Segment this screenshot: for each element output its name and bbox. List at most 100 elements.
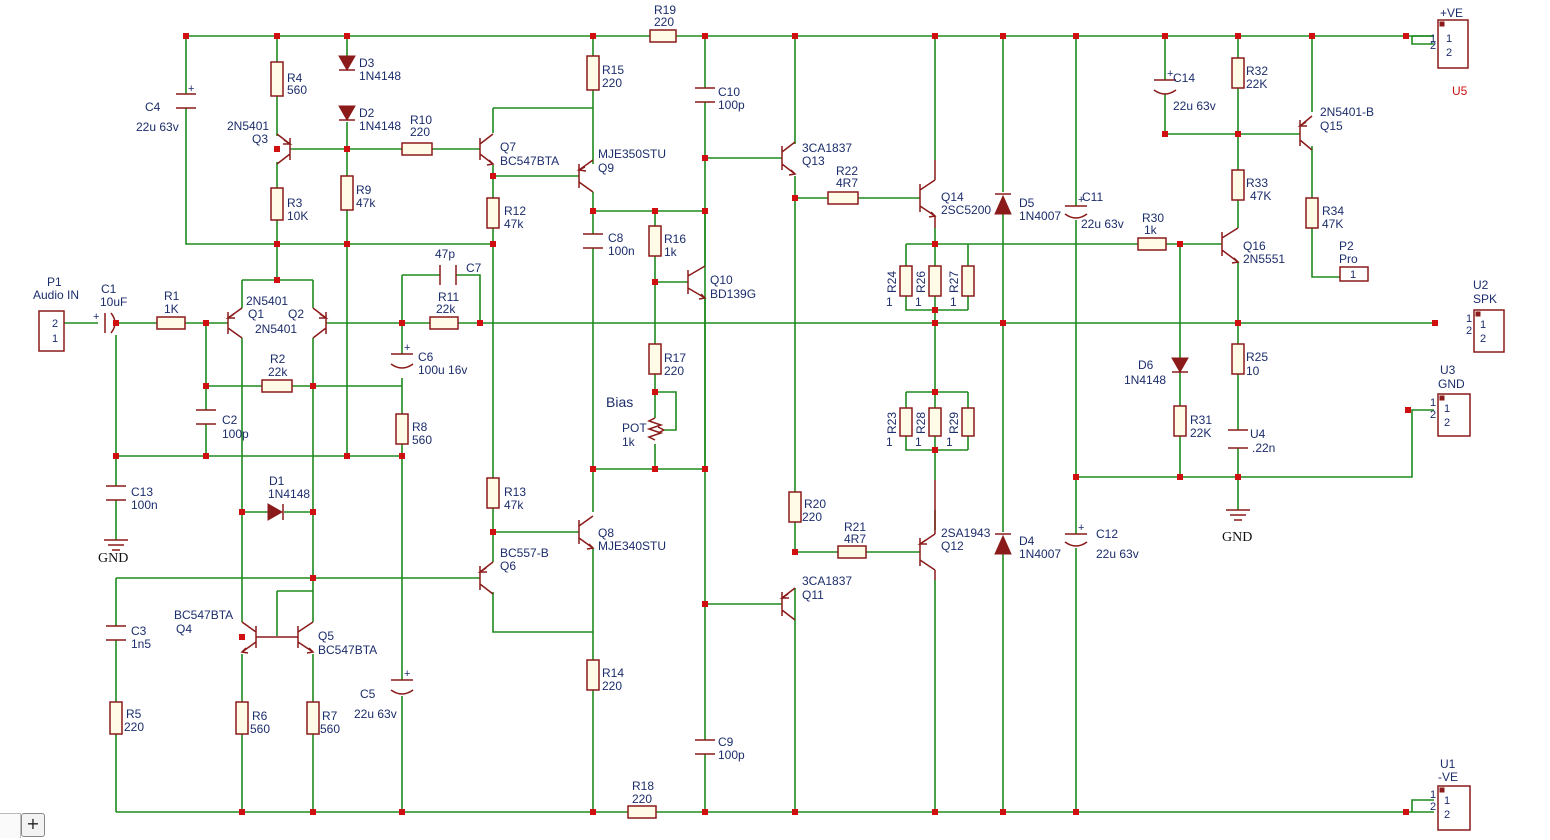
diode-d5[interactable] [994, 193, 1012, 215]
resistor-r26[interactable] [928, 265, 942, 297]
transistor-q12[interactable] [917, 480, 936, 580]
resistor-r18[interactable] [627, 805, 657, 819]
resistor-r24[interactable] [899, 265, 913, 297]
capacitor-c12[interactable]: + [1064, 522, 1088, 547]
resistor-r5[interactable] [109, 701, 123, 735]
transistor-q8[interactable] [578, 515, 595, 550]
connector-p1[interactable] [38, 310, 65, 352]
resistor-r1[interactable] [156, 316, 186, 330]
resistor-r22[interactable] [827, 191, 859, 205]
transistor-q4[interactable] [240, 621, 277, 654]
connector-u1[interactable] [1437, 785, 1471, 831]
capacitor-c11[interactable]: + [1064, 194, 1088, 219]
resistor-r2[interactable] [261, 379, 293, 393]
resistor-r27[interactable] [961, 265, 975, 297]
label-gnd-left: GND [98, 551, 128, 566]
diode-d1[interactable] [267, 503, 284, 521]
resistor-r19[interactable] [649, 29, 677, 43]
label-u5-box-pin2: 2 [1446, 47, 1452, 59]
resistor-r31[interactable] [1173, 405, 1187, 437]
capacitor-c1[interactable]: + [93, 311, 116, 334]
capacitor-c8[interactable] [583, 233, 603, 249]
resistor-r13[interactable] [486, 477, 500, 509]
transistor-q6[interactable] [477, 561, 494, 595]
label-p2-name: Pro [1339, 252, 1358, 266]
resistor-r20[interactable] [788, 491, 802, 523]
resistor-r4[interactable] [270, 61, 284, 97]
label-r29: R29 [947, 412, 961, 434]
resistor-r21[interactable] [837, 545, 867, 559]
resistor-r11[interactable] [429, 316, 459, 330]
resistor-r29[interactable] [961, 407, 975, 437]
label-u5: U5 [1452, 84, 1468, 98]
label-r16: R16 [664, 232, 686, 246]
transistor-q16[interactable] [1221, 227, 1240, 264]
connector-u2[interactable] [1473, 309, 1505, 353]
label-r34-value: 47K [1322, 217, 1343, 231]
resistor-r17[interactable] [648, 343, 662, 375]
zoom-in-button[interactable]: + [21, 813, 45, 837]
resistor-r25[interactable] [1231, 343, 1245, 375]
resistor-r28[interactable] [928, 407, 942, 437]
potentiometer-pot[interactable] [646, 417, 665, 441]
label-r4-value: 560 [287, 83, 307, 97]
resistor-r23[interactable] [899, 407, 913, 437]
label-q11: Q11 [802, 588, 824, 602]
capacitor-c9[interactable] [695, 739, 715, 755]
label-d6: D6 [1138, 358, 1154, 372]
capacitor-c2[interactable] [196, 409, 216, 425]
label-d5: D5 [1019, 196, 1035, 210]
transistor-q11[interactable] [779, 587, 796, 621]
transistor-q9[interactable] [576, 159, 594, 193]
transistor-q15[interactable] [1297, 115, 1313, 151]
transistor-q1[interactable] [225, 307, 243, 339]
resistor-r6[interactable] [235, 701, 249, 735]
connector-u5[interactable] [1437, 19, 1469, 69]
label-u1-box-pin2: 2 [1444, 809, 1450, 821]
resistor-r12[interactable] [486, 197, 500, 229]
resistor-r14[interactable] [586, 659, 600, 691]
resistor-r15[interactable] [586, 55, 600, 91]
capacitor-c10[interactable] [695, 87, 715, 103]
resistor-r3[interactable] [270, 187, 284, 221]
diode-d6[interactable] [1171, 357, 1189, 374]
diode-d3[interactable] [338, 55, 356, 72]
transistor-q5[interactable] [277, 621, 315, 654]
transistor-q3[interactable] [276, 133, 293, 165]
resistor-r8[interactable] [395, 413, 409, 445]
resistor-r34[interactable] [1305, 197, 1319, 229]
resistor-r9[interactable] [340, 175, 354, 211]
label-c6: C6 [418, 350, 434, 364]
resistor-r16[interactable] [648, 225, 662, 257]
capacitor-c5[interactable]: + [390, 668, 414, 695]
diode-d4[interactable] [994, 533, 1012, 555]
capacitor-c7[interactable] [439, 265, 457, 285]
label-gnd-right: GND [1222, 530, 1252, 545]
label-r10: R10 [410, 113, 432, 127]
label-c7-value: 47p [435, 247, 455, 261]
transistor-q2[interactable] [312, 307, 329, 339]
label-c8-value: 100n [608, 244, 635, 258]
label-r23: R23 [885, 412, 899, 434]
capacitor-c14[interactable]: + [1153, 68, 1177, 95]
capacitor-u4[interactable] [1228, 429, 1248, 449]
resistor-r7[interactable] [306, 701, 320, 735]
resistor-r10[interactable] [401, 142, 433, 156]
transistor-q10[interactable] [687, 265, 707, 300]
resistor-r32[interactable] [1231, 57, 1245, 89]
capacitor-c3[interactable] [106, 625, 126, 641]
transistor-q14[interactable] [919, 160, 937, 228]
connector-u3[interactable] [1437, 393, 1471, 437]
capacitor-c13[interactable] [106, 485, 126, 501]
resistor-r30[interactable] [1137, 237, 1167, 251]
diode-d2[interactable] [338, 105, 356, 122]
capacitor-c6[interactable]: + [390, 342, 414, 369]
label-r4: R4 [287, 71, 303, 85]
resistor-r33[interactable] [1231, 169, 1245, 201]
capacitor-c4[interactable]: + [176, 83, 196, 109]
transistor-q13[interactable] [781, 141, 797, 176]
label-r14-value: 220 [602, 679, 622, 693]
transistor-q7[interactable] [479, 133, 495, 166]
connector-p2[interactable] [1339, 266, 1369, 282]
